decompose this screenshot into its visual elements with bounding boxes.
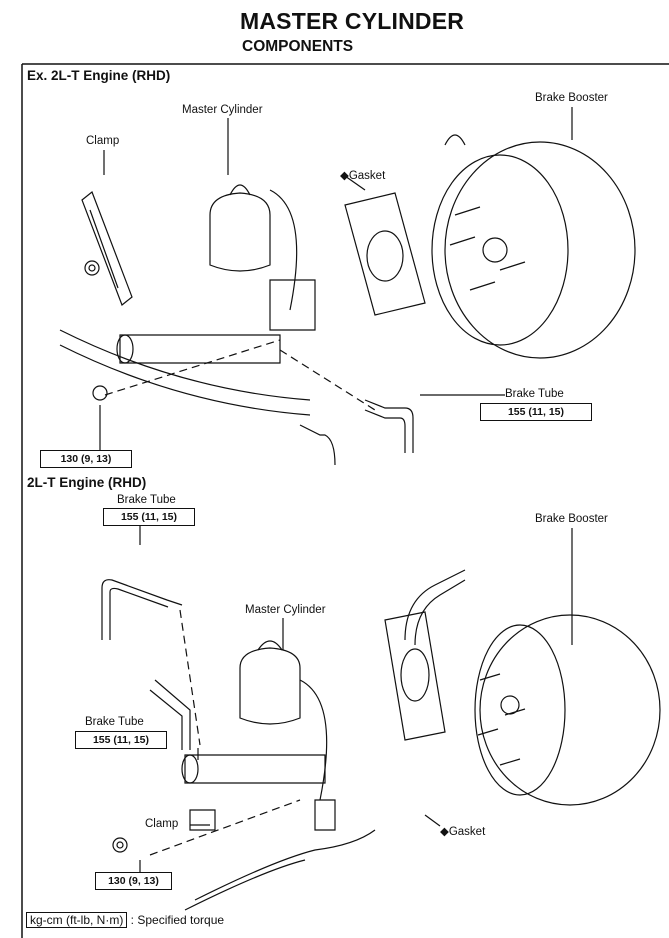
torque-box-brake-tube-top-2: 155 (11, 15): [103, 508, 195, 526]
clamp-drawing-2: [112, 809, 216, 853]
label-brake-booster-1: Brake Booster: [535, 92, 608, 104]
label-brake-tube-1: Brake Tube: [505, 388, 564, 400]
section-heading-2lt: 2L-T Engine (RHD): [27, 475, 147, 490]
leader-lines-section2: [139, 525, 573, 872]
master-cylinder-drawing-2: [181, 640, 336, 831]
brake-booster-drawing-1: [431, 134, 636, 359]
label-brake-tube-top-2: Brake Tube: [117, 494, 176, 506]
assembly-dash-lines-1: [104, 339, 376, 411]
label-brake-tube-left-2: Brake Tube: [85, 716, 144, 728]
label-master-cylinder-1: Master Cylinder: [182, 104, 263, 116]
clamp-drawing-1: [81, 191, 133, 306]
label-clamp-1: Clamp: [86, 135, 120, 147]
torque-box-clamp-nut-1: 130 (9, 13): [40, 450, 132, 468]
page-subtitle: COMPONENTS: [242, 38, 354, 55]
torque-box-brake-tube-left-2: 155 (11, 15): [75, 731, 167, 749]
assembly-dash-lines-2: [149, 609, 301, 856]
leader-lines-section1: [99, 107, 573, 450]
torque-box-brake-tube-1: 155 (11, 15): [480, 403, 592, 421]
brake-booster-drawing-2: [474, 614, 661, 806]
label-master-cylinder-2: Master Cylinder: [245, 604, 326, 616]
brake-tube-drawing-1: [92, 385, 414, 466]
legend-unit-box: kg-cm (ft-lb, N·m): [26, 912, 128, 928]
label-gasket-1: ◆Gasket: [340, 170, 386, 182]
label-brake-booster-2: Brake Booster: [535, 513, 608, 525]
torque-legend: kg-cm (ft-lb, N·m) : Specified torque: [26, 912, 225, 928]
gasket-drawing-2: [384, 611, 446, 741]
legend-text: : Specified torque: [130, 913, 225, 927]
master-cylinder-drawing-1: [59, 184, 316, 416]
brake-tube-drawing-2: [101, 569, 466, 911]
torque-box-clamp-nut-2: 130 (9, 13): [95, 872, 172, 890]
section-heading-ex-2lt: Ex. 2L-T Engine (RHD): [27, 68, 171, 83]
label-gasket-2: ◆Gasket: [440, 826, 486, 838]
label-clamp-2: Clamp: [145, 818, 179, 830]
gasket-drawing-1: [344, 192, 426, 316]
page-title: MASTER CYLINDER: [240, 8, 465, 34]
